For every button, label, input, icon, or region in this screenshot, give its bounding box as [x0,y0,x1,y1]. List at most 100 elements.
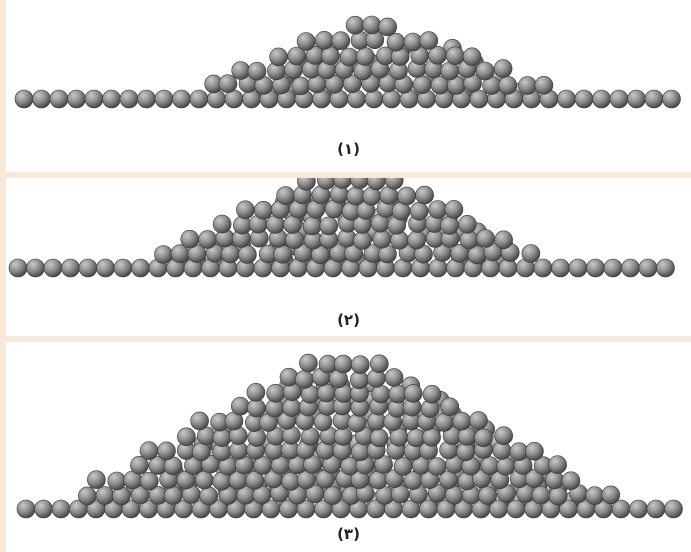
sphere [459,230,479,250]
sphere [372,229,392,249]
sphere [469,411,488,430]
sphere [592,89,611,109]
sphere [198,230,217,249]
sphere [87,470,106,489]
sphere [369,354,389,374]
sphere [384,368,404,387]
sphere [609,89,629,109]
sphere [177,427,196,447]
sphere [276,186,295,205]
sphere [190,411,209,431]
sphere [496,457,516,476]
sphere [474,428,493,448]
sphere [419,31,439,50]
sphere [475,61,495,81]
sphere [61,258,80,278]
sphere [78,258,98,278]
sphere [32,89,51,109]
sphere [212,428,232,447]
panel-2-caption: (۲) [337,311,360,329]
sphere [350,442,370,462]
sphere [481,258,500,278]
sphere [333,354,353,374]
sphere [247,61,267,81]
sphere [415,185,434,205]
panel-1-caption: (۱) [337,140,360,158]
sphere [195,470,214,490]
sphere [281,472,300,491]
sphere [78,486,97,506]
sphere [440,397,460,417]
sphere [627,89,646,109]
sphere [163,486,183,505]
panel-3: (۳) [6,342,691,552]
sphere-pile-3 [16,353,683,519]
sphere [238,245,257,264]
sphere [331,31,351,51]
sphere [49,89,69,109]
panel-1: (۱) [6,0,691,172]
sphere [629,499,648,519]
sphere [480,456,500,475]
sphere [221,244,240,264]
sphere [557,89,576,109]
sphere [218,74,238,93]
sphere [8,258,28,278]
sphere [506,499,526,519]
sphere [130,456,149,475]
sphere [585,486,605,505]
sphere [371,384,391,404]
sphere [333,427,353,446]
sphere [494,230,513,250]
sphere [180,229,200,249]
sphere [662,89,681,109]
sphere [287,46,307,66]
sphere [14,89,34,109]
sphere [43,258,63,278]
sphere [434,413,454,432]
sphere [444,200,464,219]
sphere [140,471,159,491]
sphere [96,258,115,278]
sphere [317,383,336,403]
sphere [621,258,640,278]
sphere [646,499,666,519]
sphere [154,89,174,109]
sphere [282,398,302,417]
sphere [362,15,382,35]
sphere [384,178,404,190]
sphere [139,441,159,460]
sphere [407,230,426,250]
sphere [551,258,570,278]
sphere [462,47,482,67]
sphere [291,76,311,96]
sphere-pile-2 [8,178,675,278]
sphere-pile-1 [14,15,681,109]
sphere [428,258,448,278]
sphere [345,15,365,35]
sphere [342,74,362,94]
sphere [368,470,388,490]
sphere [518,76,537,95]
sphere [299,353,318,373]
sphere [472,469,491,489]
sphere [422,384,442,404]
sphere [246,382,266,402]
sphere [545,470,564,490]
sphere [107,471,127,491]
sphere [302,216,322,236]
sphere [294,370,314,389]
sphere [531,485,551,505]
sphere [533,258,553,278]
panel-3-caption: (۳) [337,525,360,543]
sphere [534,76,554,95]
sphere [242,89,261,109]
sphere [297,178,316,191]
sphere [26,258,45,278]
sphere [247,398,266,418]
sphere [601,485,621,505]
sphere [476,229,495,248]
sphere [95,486,115,505]
sphere [119,89,139,109]
sphere [568,258,588,278]
